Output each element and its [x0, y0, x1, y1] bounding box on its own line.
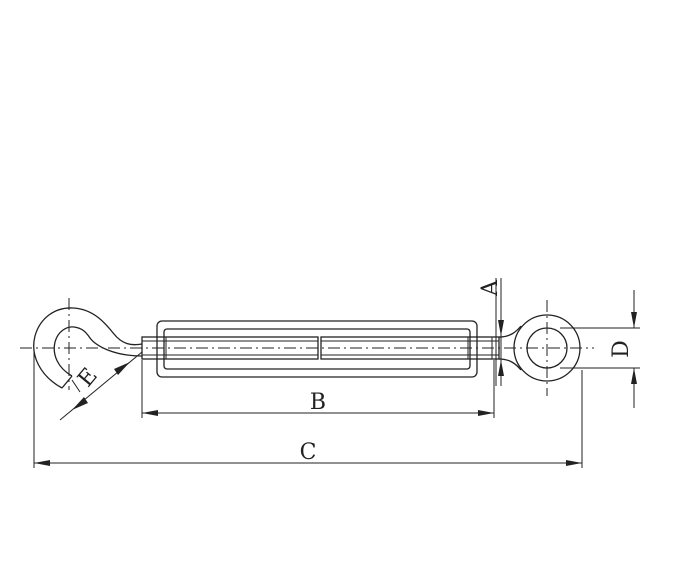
c-arrow-left	[34, 460, 50, 466]
c-arrow-right	[566, 460, 582, 466]
label-b: B	[310, 390, 326, 415]
a-arrow-top	[498, 320, 504, 336]
e-ext-line	[71, 379, 81, 393]
body-frame-inner	[163, 328, 471, 370]
d-arrow-top	[631, 312, 637, 328]
a-arrow-bottom	[498, 360, 504, 376]
b-arrow-right	[478, 410, 494, 416]
dimension-c: C	[33, 350, 583, 468]
eye-shank-bottom	[498, 358, 522, 371]
d-arrow-bottom	[631, 368, 637, 384]
dimension-e: E	[59, 351, 143, 421]
turnbuckle-body	[141, 320, 500, 378]
label-d: D	[609, 340, 634, 358]
eye-shank-top	[498, 325, 522, 338]
hook-outer	[33, 307, 143, 389]
dimension-a: A	[478, 278, 504, 386]
e-arrow-lower	[72, 397, 88, 410]
dimension-d: D	[560, 290, 640, 408]
hook-inner	[53, 326, 143, 377]
b-arrow-left	[142, 410, 158, 416]
dimension-b: B	[141, 360, 495, 418]
body-frame-outer	[156, 320, 478, 378]
e-arrow-upper	[114, 362, 130, 375]
hook-tip	[61, 375, 73, 389]
hook-end	[33, 298, 143, 390]
label-c: C	[300, 440, 317, 465]
label-a: A	[478, 279, 503, 297]
